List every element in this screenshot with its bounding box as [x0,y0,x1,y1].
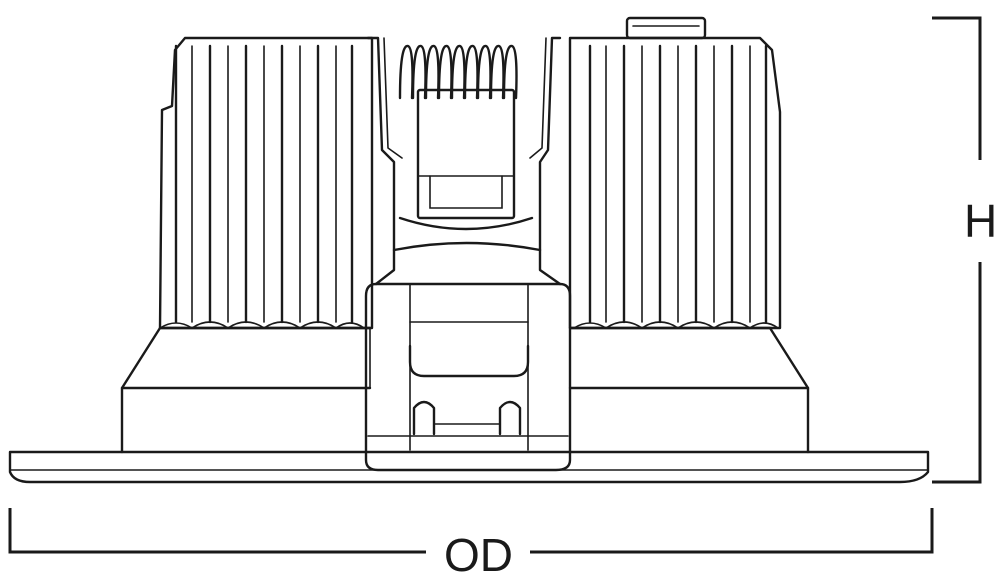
height-label: H [962,192,1000,250]
height-dimension-line [932,16,982,484]
outer-diameter-label: OD [436,532,521,578]
spring-coil [502,44,518,100]
heatsink-left [158,36,374,330]
heatsink-fins-left [174,44,354,324]
lower-housing [120,326,810,454]
trim-flange [8,450,930,484]
heatsink-fins-right [588,44,768,324]
clip-bracket [364,282,572,472]
od-dimension-line [8,508,934,554]
spring-coils [398,44,518,100]
spring-coil [398,44,414,100]
heatsink-right [568,36,782,330]
top-connector [625,16,707,40]
